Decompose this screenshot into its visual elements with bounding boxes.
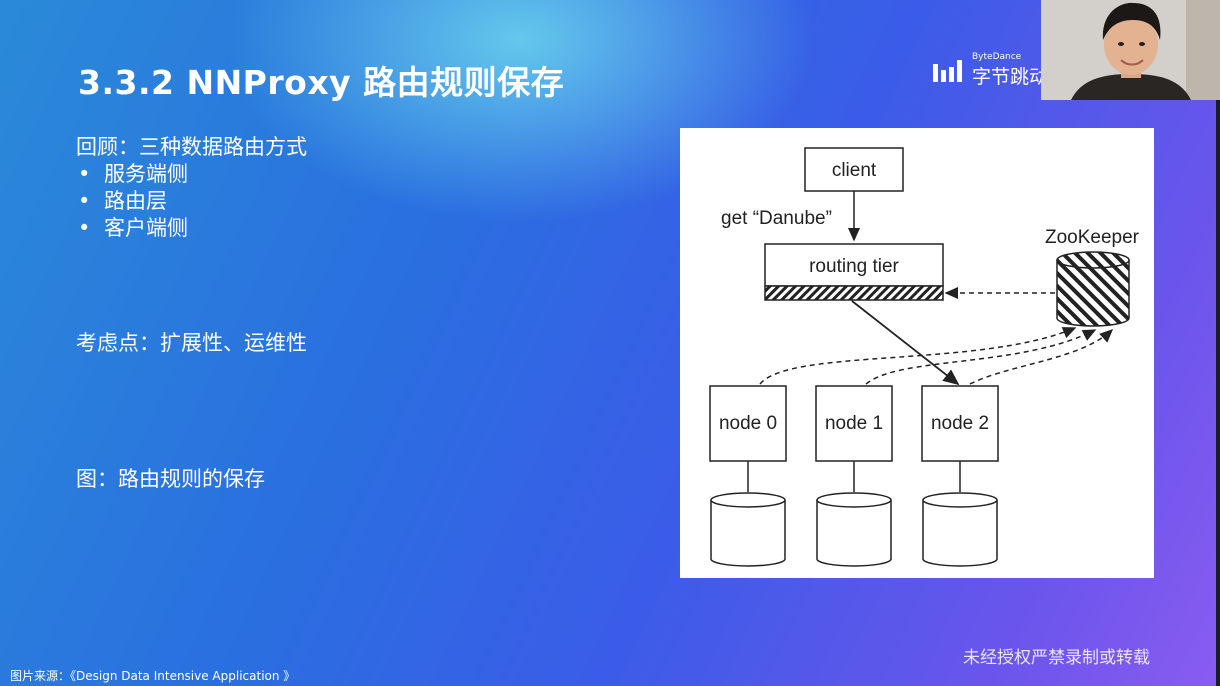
database-cylinder-icon — [817, 493, 891, 566]
bytedance-logo: ByteDance 字节跳动 — [932, 52, 1042, 88]
routing-tier-label: routing tier — [809, 256, 899, 277]
logo-bars-icon — [932, 58, 964, 84]
review-item-label: 路由层 — [104, 189, 167, 213]
bullet-dot: • — [78, 188, 90, 215]
review-item: • 路由层 — [76, 188, 307, 215]
node-0: node 0 — [710, 386, 786, 566]
node0-to-zk-arrow — [760, 328, 1075, 384]
request-label: get “Danube” — [721, 208, 832, 229]
presenter-avatar-icon — [1041, 0, 1220, 100]
webcam-feed — [1041, 0, 1220, 100]
database-cylinder-icon — [711, 493, 785, 566]
database-cylinder-icon — [923, 493, 997, 566]
image-source: 图片来源：《Design Data Intensive Application … — [10, 667, 295, 684]
routing-tier-hatch — [765, 286, 943, 300]
node-0-label: node 0 — [719, 413, 777, 434]
review-heading: 回顾：三种数据路由方式 — [76, 134, 307, 161]
review-item: • 客户端侧 — [76, 215, 307, 242]
review-item-label: 服务端侧 — [104, 162, 188, 186]
watermark: 未经授权严禁录制或转载 — [963, 643, 1150, 668]
bullet-dot: • — [78, 215, 90, 242]
slide-title: 3.3.2 NNProxy 路由规则保存 — [78, 56, 564, 104]
node-2-label: node 2 — [931, 413, 989, 434]
zookeeper-cylinder-icon — [1057, 252, 1129, 326]
review-item-label: 客户端侧 — [104, 216, 188, 240]
review-section: 回顾：三种数据路由方式 • 服务端侧 • 路由层 • 客户端侧 — [76, 134, 307, 242]
node-1: node 1 — [816, 386, 892, 566]
logo-text-zh: 字节跳动 — [972, 62, 1048, 89]
figure-caption: 图：路由规则的保存 — [76, 463, 265, 493]
zookeeper-label: ZooKeeper — [1045, 227, 1140, 248]
node-1-label: node 1 — [825, 413, 883, 434]
router-to-node2-arrow — [852, 301, 958, 384]
bullet-dot: • — [78, 161, 90, 188]
routing-diagram: client get “Danube” routing tier ZooKeep… — [680, 128, 1154, 578]
client-label: client — [832, 160, 877, 181]
review-item: • 服务端侧 — [76, 161, 307, 188]
window-edge — [1216, 100, 1220, 686]
node-2: node 2 — [922, 386, 998, 566]
considerations: 考虑点：扩展性、运维性 — [76, 327, 307, 357]
logo-text-en: ByteDance — [972, 52, 1021, 62]
